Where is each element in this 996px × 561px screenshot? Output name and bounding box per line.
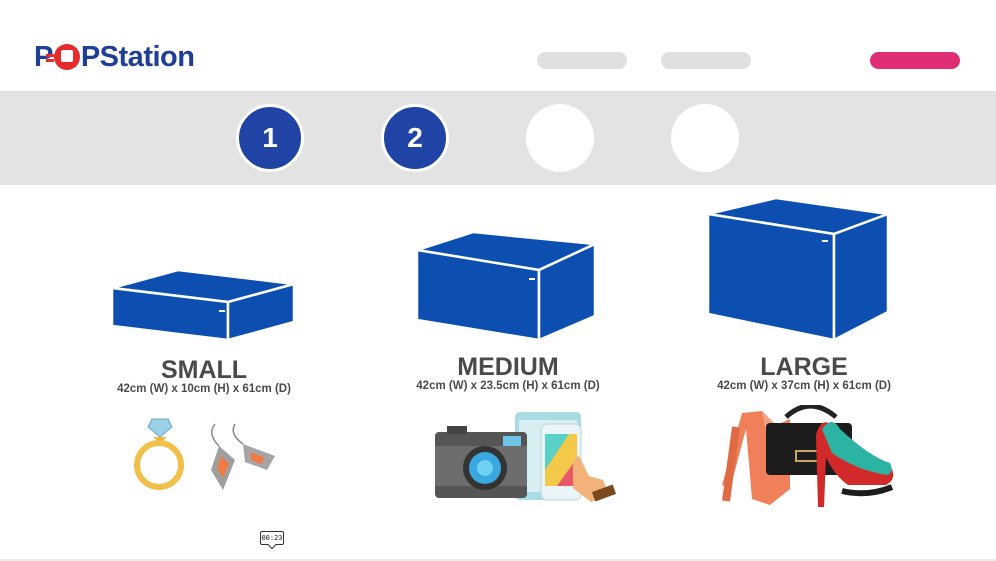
step-3[interactable] bbox=[526, 104, 594, 172]
size-title-large: LARGE bbox=[760, 353, 848, 381]
high-heel-icon bbox=[816, 422, 894, 507]
nav-link-2[interactable] bbox=[661, 52, 751, 69]
nav-link-1[interactable] bbox=[537, 52, 627, 69]
size-title-small: SMALL bbox=[160, 356, 248, 384]
cta-button[interactable] bbox=[870, 52, 960, 69]
camera-icon bbox=[435, 426, 527, 498]
logo-text-p: P bbox=[34, 40, 53, 73]
size-title-medium: MEDIUM bbox=[457, 353, 559, 381]
popstation-logo[interactable]: P PStation bbox=[34, 40, 195, 74]
step-1[interactable]: 1 bbox=[236, 104, 304, 172]
earrings-icon bbox=[211, 423, 275, 490]
step-1-label: 1 bbox=[262, 122, 278, 153]
size-dimensions-medium: 42cm (W) x 23.5cm (H) x 61cm (D) bbox=[416, 380, 600, 392]
step-4[interactable] bbox=[671, 104, 739, 172]
large-items-illustration bbox=[722, 405, 894, 507]
medium-items-illustration bbox=[435, 412, 617, 502]
stepper-band bbox=[0, 91, 996, 185]
medium-box-illustration bbox=[415, 230, 599, 342]
step-2-label: 2 bbox=[407, 122, 423, 153]
ring-icon bbox=[134, 418, 184, 490]
size-dimensions-small: 42cm (W) x 10cm (H) x 61cm (D) bbox=[117, 383, 291, 395]
large-box-illustration bbox=[706, 196, 890, 343]
video-timestamp: 00:23 bbox=[260, 531, 284, 545]
logo-text-pstation: PStation bbox=[80, 40, 195, 73]
size-dimensions-large: 42cm (W) x 37cm (H) x 61cm (D) bbox=[717, 380, 891, 392]
hand-pointer-icon bbox=[573, 456, 617, 502]
step-2[interactable]: 2 bbox=[381, 104, 449, 172]
small-box-illustration bbox=[110, 268, 296, 342]
parcel-logo-icon bbox=[45, 44, 80, 70]
bottom-divider bbox=[0, 559, 996, 561]
